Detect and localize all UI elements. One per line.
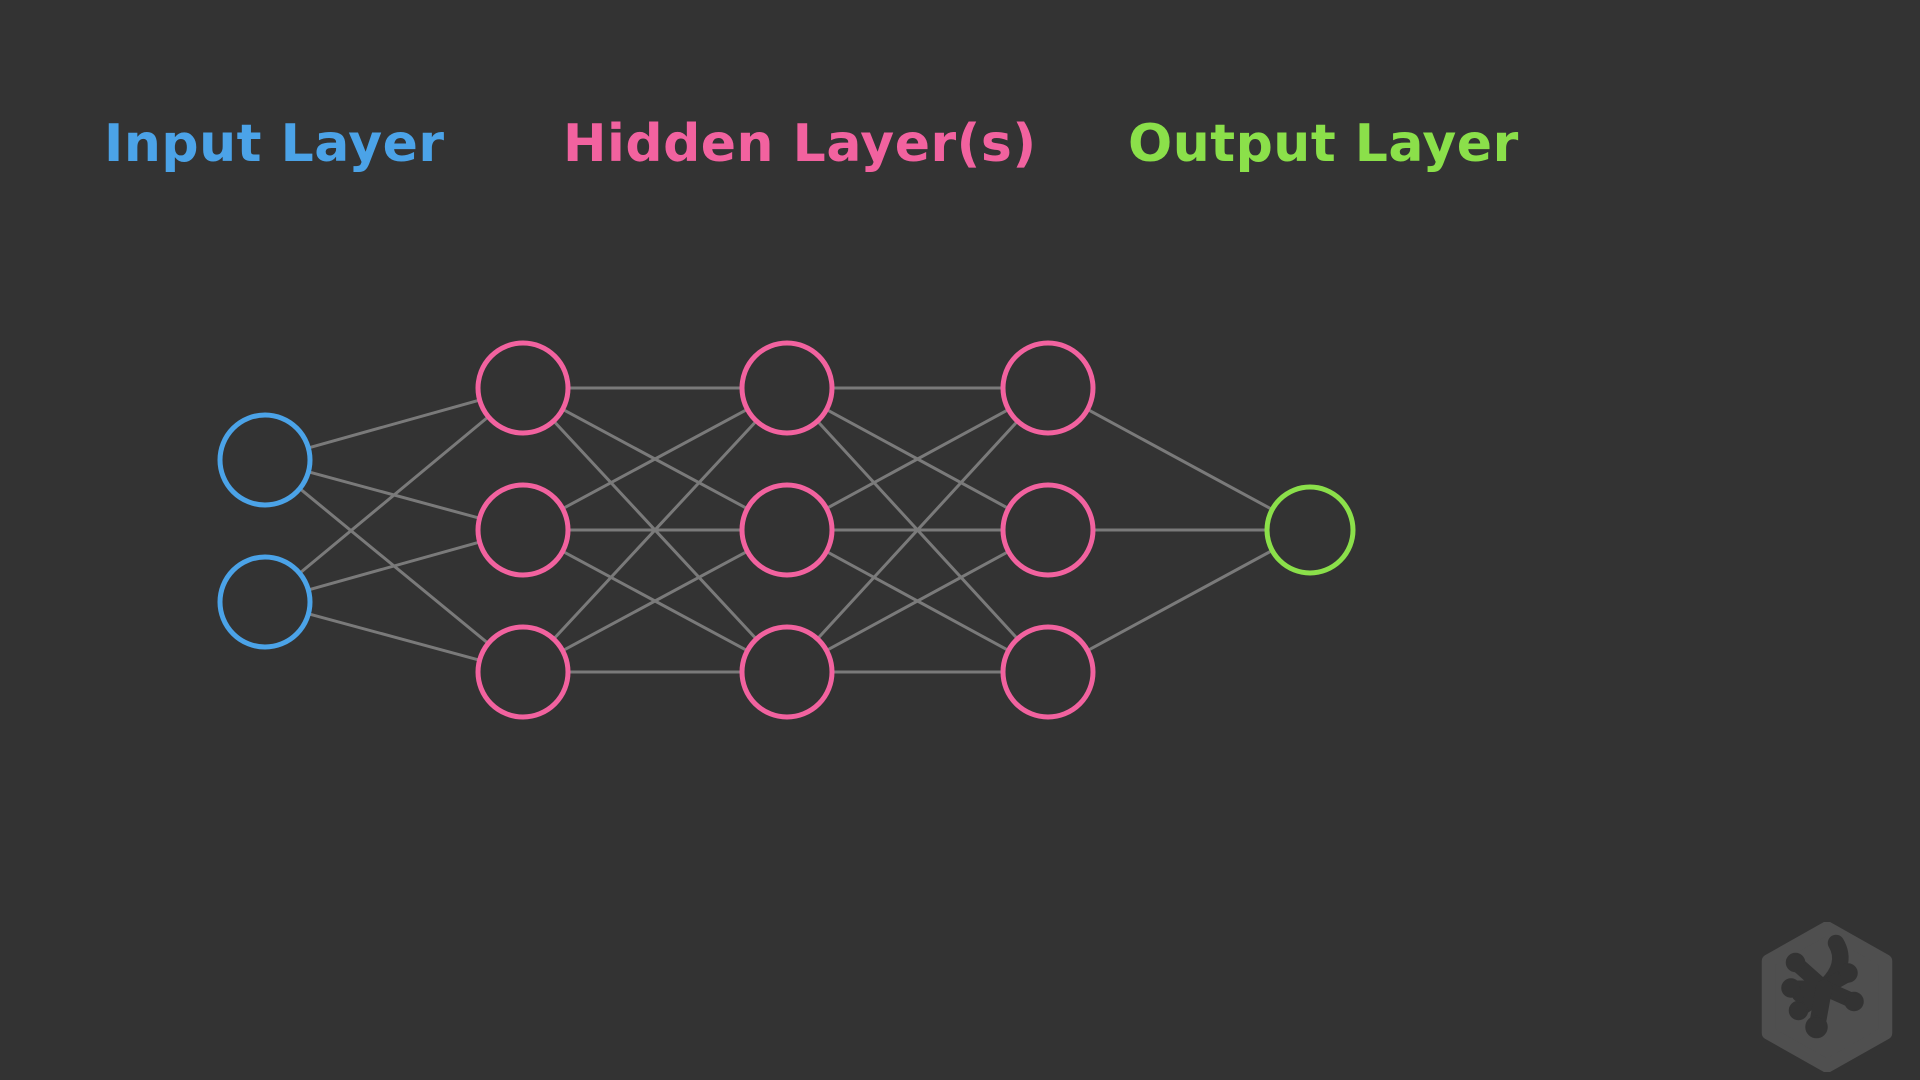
neuron-node-hidden-2-2 xyxy=(739,482,835,578)
connection-edge xyxy=(306,540,482,592)
neuron-node-hidden-1-3 xyxy=(475,624,571,720)
neuron-node-hidden-3-3 xyxy=(1000,624,1096,720)
connection-edge xyxy=(825,550,1010,652)
connection-edge xyxy=(552,419,758,641)
neuron-node-output-1 xyxy=(1264,484,1356,576)
neuron-node-hidden-1-2 xyxy=(475,482,571,578)
neuron-node-hidden-2-1 xyxy=(739,340,835,436)
output-layer-label: Output Layer xyxy=(1128,114,1519,174)
hidden-layer-label: Hidden Layer(s) xyxy=(563,114,1037,174)
connection-edge xyxy=(561,549,749,653)
connection-edge xyxy=(815,419,1020,641)
neuron-node-hidden-2-3 xyxy=(739,624,835,720)
neuron-node-hidden-1-1 xyxy=(475,340,571,436)
connection-edge xyxy=(1086,548,1274,653)
connection-edge xyxy=(825,408,1010,510)
edges-group xyxy=(298,386,1274,674)
connection-edge xyxy=(306,398,482,450)
nodes-group xyxy=(217,340,1356,720)
hexagon-neuron-logo-icon xyxy=(1761,922,1893,1072)
neuron-node-hidden-3-2 xyxy=(1000,482,1096,578)
connection-edge xyxy=(298,415,490,575)
neuron-node-input-2 xyxy=(217,554,313,650)
neuron-node-input-1 xyxy=(217,412,313,508)
connection-edge xyxy=(306,612,482,662)
connection-edge xyxy=(1086,407,1274,512)
connection-edge xyxy=(561,407,749,511)
neuron-node-hidden-3-1 xyxy=(1000,340,1096,436)
input-layer-label: Input Layer xyxy=(104,114,445,174)
watermark-neuron-glyph xyxy=(1781,934,1864,1039)
